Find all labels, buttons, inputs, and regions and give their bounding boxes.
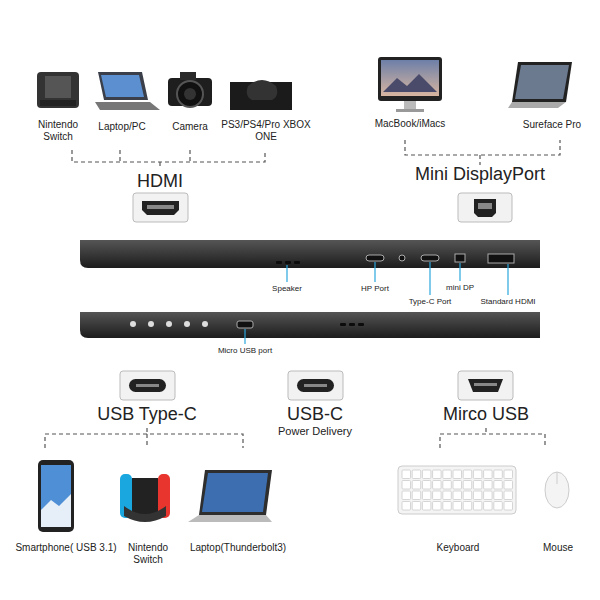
port-heading: USB-C <box>287 404 343 425</box>
leader-lines <box>245 262 508 344</box>
laptop-icon <box>188 470 272 522</box>
switch-icon <box>120 474 170 522</box>
port-callout: Micro USB port <box>218 346 272 355</box>
device-label: Nintendo Switch <box>120 542 176 565</box>
microusb-icon <box>458 371 513 400</box>
mouse-icon <box>545 472 569 508</box>
minidp-icon <box>458 193 512 222</box>
keyboard-icon <box>398 466 516 514</box>
device-label: MacBook/iMacs <box>375 118 446 130</box>
camera-icon <box>168 72 212 107</box>
monitor-side <box>80 240 540 268</box>
hdmi-icon <box>133 193 188 222</box>
usbc-icon <box>120 371 175 400</box>
device-label: Smartphone( USB 3.1) <box>15 542 116 554</box>
switch-icon <box>37 72 79 108</box>
xbox-icon <box>230 80 292 110</box>
device-label: Nintendo Switch <box>29 119 87 142</box>
port-callout: mini DP <box>446 283 474 292</box>
device-label: Sureface Pro <box>523 119 581 131</box>
laptop-icon <box>95 72 160 110</box>
port-callout: HP Port <box>361 284 389 293</box>
usbc-pd-icon <box>288 371 343 400</box>
device-label: Mouse <box>543 542 573 554</box>
port-subheading: Power Delivery <box>278 425 352 438</box>
surface-icon <box>508 62 572 108</box>
port-heading: HDMI <box>137 171 183 192</box>
port-heading: USB Type-C <box>97 404 197 425</box>
device-label: PS3/PS4/Pro XBOX ONE <box>218 119 314 142</box>
macbook-icon <box>378 57 442 112</box>
device-label: Laptop/PC <box>98 121 145 133</box>
device-label: Camera <box>172 121 208 133</box>
monitor-back <box>80 312 540 338</box>
device-label: Keyboard <box>437 542 480 554</box>
port-heading: Mirco USB <box>443 404 529 425</box>
port-callout: Speaker <box>272 284 302 293</box>
bracket <box>72 140 560 168</box>
port-callout: Standard HDMI <box>480 297 535 306</box>
phone-icon <box>38 460 74 532</box>
device-label: Laptop(Thunderbolt3) <box>190 542 286 554</box>
port-callout: Type-C Port <box>409 297 452 306</box>
port-heading: Mini DisplayPort <box>415 164 545 185</box>
